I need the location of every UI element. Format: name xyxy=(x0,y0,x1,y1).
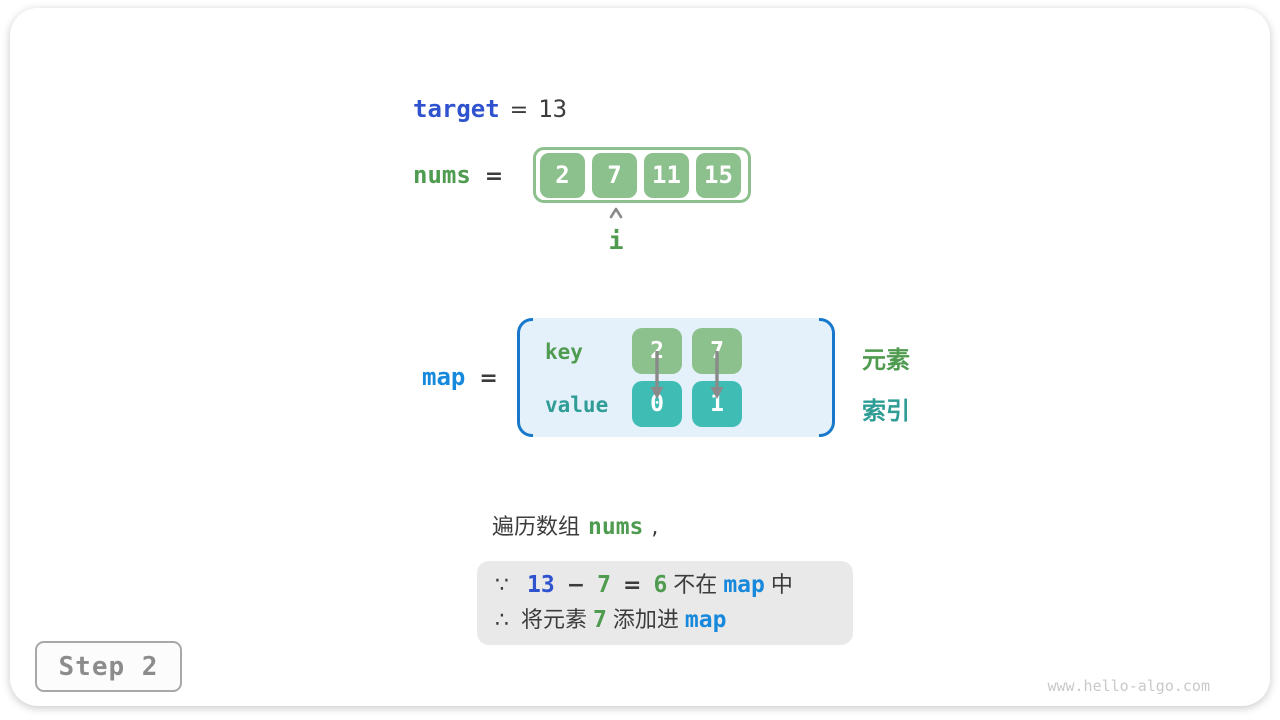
pointer-caret-icon xyxy=(604,205,628,224)
target-value: 13 xyxy=(538,95,568,123)
nums-array-cell: 15 xyxy=(696,152,741,198)
nums-equals: = xyxy=(484,164,504,189)
map-key-label: key xyxy=(545,340,583,364)
map-key-cell: 7 xyxy=(692,328,742,374)
note-not-in-text: 不在 xyxy=(673,573,718,598)
caption-suffix: , xyxy=(651,515,659,540)
nums-array-cell: 11 xyxy=(644,152,689,198)
equals-sign: = xyxy=(623,573,642,598)
note-map-ref: map xyxy=(684,607,727,633)
therefore-symbol: ∴ xyxy=(495,608,509,633)
note-map-ref: map xyxy=(723,572,765,598)
map-bracket-left xyxy=(517,318,533,437)
map-label: map xyxy=(422,363,466,391)
step-badge: Step 2 xyxy=(35,641,182,692)
step-label: Step 2 xyxy=(58,651,159,682)
because-symbol: ∵ xyxy=(495,573,509,598)
pointer-label: i xyxy=(608,226,624,255)
target-line: target = 13 xyxy=(413,94,567,126)
map-value-cell: 0 xyxy=(632,381,682,427)
index-side-label: 索引 xyxy=(862,397,910,425)
element-side-label: 元素 xyxy=(862,346,910,374)
minus-sign: − xyxy=(566,573,586,598)
target-equals: = xyxy=(509,98,529,123)
watermark: www.hello-algo.com xyxy=(1047,677,1210,695)
map-key-cell: 2 xyxy=(632,328,682,374)
caption-line: 遍历数组 nums, xyxy=(492,513,658,542)
nums-line: nums = xyxy=(413,160,503,192)
map-equals: = xyxy=(479,366,498,391)
note-added-value: 7 xyxy=(593,607,607,633)
map-value-cell: 1 xyxy=(692,381,742,427)
nums-label: nums xyxy=(413,161,471,189)
note-prefix-text: 将元素 xyxy=(521,608,588,633)
map-bracket-right xyxy=(819,318,835,437)
note-suffix: 中 xyxy=(770,573,793,598)
note-minuend: 13 xyxy=(527,572,555,598)
caption-code: nums xyxy=(588,514,644,540)
target-label: target xyxy=(413,95,500,123)
map-line: map = xyxy=(422,362,498,394)
nums-array: 2 7 11 15 xyxy=(533,147,751,203)
nums-array-cell: 2 xyxy=(540,152,585,198)
nums-array-cell: 7 xyxy=(592,152,637,198)
note-difference: 6 xyxy=(653,572,668,598)
caption-prefix: 遍历数组 xyxy=(492,515,581,540)
map-container: key value 2 7 0 1 xyxy=(517,318,835,437)
note-middle-text: 添加进 xyxy=(612,608,679,633)
map-value-label: value xyxy=(545,393,609,417)
note-subtrahend: 7 xyxy=(597,572,611,598)
